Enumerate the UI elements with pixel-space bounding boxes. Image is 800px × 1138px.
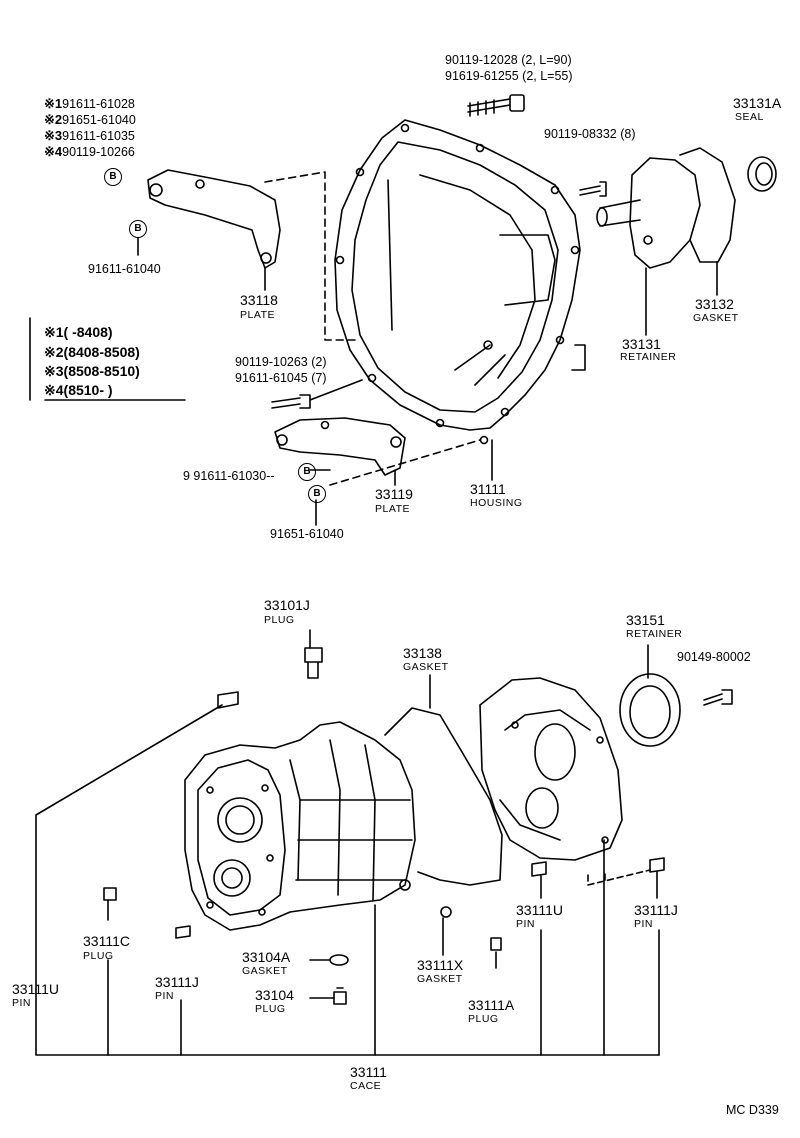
gasket-b-caption: GASKET [403, 661, 449, 673]
pin-j2-caption: PIN [634, 918, 654, 930]
right-bolt-label: 90149-80002 [677, 650, 751, 664]
mid-bolt-label-2: 91611-61045 (7) [235, 371, 327, 385]
legend-row-4: ※4(8510- ) [44, 382, 113, 398]
mid-bolt-label-1: 90119-10263 (2) [235, 355, 327, 369]
top-bolt-label-1: 90119-12028 (2, L=90) [445, 53, 572, 67]
housing-drawing [334, 119, 586, 445]
right-bolt-drawing [703, 689, 733, 706]
pin-top-left-drawing [217, 691, 239, 709]
legend-row-2: ※2(8408-8508) [44, 344, 140, 360]
bolt-symbol-4: B [308, 485, 326, 503]
pin-j1-number: 33111J [155, 974, 199, 990]
gasket-x-drawing [440, 906, 452, 918]
mid-bolt-leader [309, 379, 363, 401]
gasket-b-number: 33138 [403, 645, 442, 661]
plate-b-leader [329, 439, 481, 486]
plate-b-caption: PLATE [375, 503, 410, 515]
gasket-b-drawing [384, 707, 503, 886]
seal-drawing [747, 156, 777, 192]
retainer-b-caption: RETAINER [626, 628, 683, 640]
seal-caption: SEAL [735, 111, 764, 123]
pin-u1-number: 33111U [516, 902, 563, 918]
gasket-x-caption: GASKET [417, 973, 463, 985]
pin-j2-drawing [649, 857, 665, 873]
note-2: ※291651-61040 [44, 112, 136, 127]
plate-a-number: 33118 [240, 292, 278, 308]
pin-j1-drawing [175, 925, 191, 939]
retainer-a-caption: RETAINER [620, 351, 677, 363]
case-drawing [184, 721, 416, 931]
retainer-b-drawing [619, 673, 681, 747]
gasket-c-drawing [329, 954, 349, 966]
plug-d-caption: PLUG [255, 1003, 286, 1015]
gasket-c-number: 33104A [242, 949, 291, 965]
retainer-b-number: 33151 [626, 612, 665, 628]
plug-c-caption: PLUG [83, 950, 114, 962]
note-3: ※391611-61035 [44, 128, 135, 143]
retainer-a-drawing [596, 157, 701, 269]
rear-cover-drawing [479, 677, 623, 861]
legend-row-3: ※3(8508-8510) [44, 363, 140, 379]
plug-top-caption: PLUG [264, 614, 295, 626]
housing-number: 31111 [470, 481, 506, 497]
plug-d-drawing [333, 987, 347, 1005]
plug-top-drawing [304, 647, 323, 679]
plate-b-drawing [274, 417, 406, 476]
pin-j2-number: 33111J [634, 902, 678, 918]
bolt-symbol-3: B [298, 463, 316, 481]
gasket-a-drawing [679, 147, 736, 263]
plug-a-number: 33111A [468, 997, 515, 1013]
gasket-a-caption: GASKET [693, 312, 739, 324]
plug-c-drawing [103, 887, 117, 901]
case-caption: CACE [350, 1080, 382, 1092]
top-bolt-drawing [467, 94, 525, 117]
pin-u1-drawing [531, 861, 547, 877]
plug-top-number: 33101J [264, 597, 310, 613]
diagram-code: MC D339 [726, 1103, 779, 1117]
retainer-bolt-label: 90119-08332 (8) [544, 127, 636, 141]
note-1: ※191611-61028 [44, 96, 135, 111]
bracket-bolt-label: 91611-61040 [88, 262, 161, 276]
bottom-bolt-label: 91651-61040 [270, 527, 344, 541]
mid-bolt-drawing [271, 394, 311, 409]
plate-b-number: 33119 [375, 486, 413, 502]
note-4: ※490119-10266 [44, 144, 135, 159]
plug-a-drawing [490, 937, 502, 951]
pin-u1-caption: PIN [516, 918, 536, 930]
plate-a-drawing [147, 169, 281, 269]
plug-d-number: 33104 [255, 987, 294, 1003]
gasket-x-number: 33111X [417, 957, 464, 973]
plate-a-caption: PLATE [240, 309, 275, 321]
retainer-bolt-drawing [579, 181, 607, 197]
lower-left-bolt-label: 9 91611-61030-- [183, 469, 275, 483]
seal-number: 33131A [733, 95, 782, 111]
retainer-a-number: 33131 [622, 336, 661, 352]
plug-a-caption: PLUG [468, 1013, 499, 1025]
top-bolt-label-2: 91619-61255 (2, L=55) [445, 69, 573, 83]
gasket-c-caption: GASKET [242, 965, 288, 977]
pin-u2-caption: PIN [12, 997, 32, 1009]
bolt-symbol-1: B [104, 168, 122, 186]
pin-j1-caption: PIN [155, 990, 175, 1002]
bolt-symbol-2: B [129, 220, 147, 238]
gasket-a-number: 33132 [695, 296, 734, 312]
housing-caption: HOUSING [470, 497, 523, 509]
pin-u2-number: 33111U [12, 981, 59, 997]
plug-c-number: 33111C [83, 933, 130, 949]
legend-row-1: ※1( -8408) [44, 324, 113, 340]
plate-a-leader [264, 171, 356, 341]
case-number: 33111 [350, 1064, 387, 1080]
